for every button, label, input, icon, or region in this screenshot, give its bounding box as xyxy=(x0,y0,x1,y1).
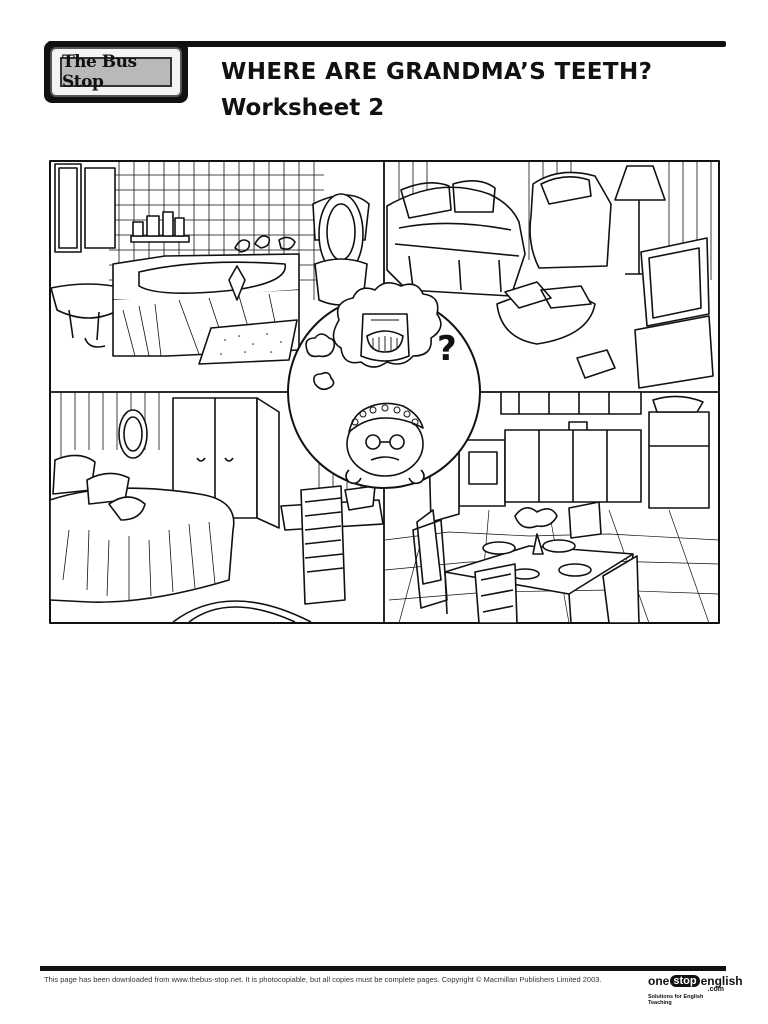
house-illustration: ? xyxy=(49,160,720,624)
brand-domain: .com xyxy=(707,986,724,993)
header-rule xyxy=(48,41,726,47)
worksheet-title: WHERE ARE GRANDMA’S TEETH? xyxy=(221,59,653,85)
kitchen xyxy=(384,391,720,624)
logo-text: The Bus Stop xyxy=(60,52,172,92)
logo-frame: The Bus Stop xyxy=(50,47,182,97)
brand-stop: stop xyxy=(670,975,700,987)
living-room xyxy=(386,161,714,389)
bus-stop-logo: The Bus Stop xyxy=(44,41,188,103)
brand-english: english xyxy=(700,974,743,988)
brand-wordmark: one stop english xyxy=(648,974,743,988)
question-mark: ? xyxy=(437,329,457,369)
grandma-thought-bubble: ? xyxy=(287,282,481,489)
brand-one: one xyxy=(648,974,670,988)
worksheet-subtitle: Worksheet 2 xyxy=(221,95,385,121)
copyright-notice: This page has been downloaded from www.t… xyxy=(44,975,602,984)
bathroom xyxy=(50,161,370,365)
footer-rule xyxy=(40,966,726,971)
bedroom xyxy=(49,392,384,623)
onestopenglish-logo: one stop english .com Solutions for Engl… xyxy=(648,974,743,1014)
brand-tagline: Solutions for English Teaching xyxy=(648,994,704,1006)
